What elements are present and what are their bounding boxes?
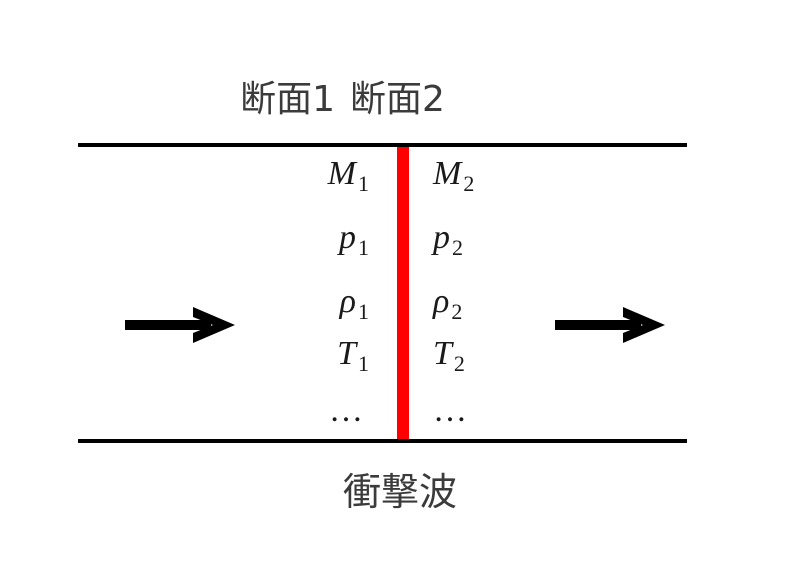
variable-subscript: 1	[358, 235, 369, 260]
figure-caption: 衝撃波	[342, 470, 457, 514]
variable-subscript: 1	[358, 171, 369, 196]
variable-symbol: ρ	[339, 283, 356, 320]
variable-subscript: 1	[358, 299, 369, 324]
variable-symbol: T	[433, 335, 452, 372]
variable-symbol: M	[327, 155, 356, 192]
variable-subscript: 1	[358, 351, 369, 376]
variable-subscript: 2	[453, 351, 465, 376]
arrow-right-icon	[555, 307, 665, 343]
variable-symbol: …	[433, 392, 471, 429]
variable-symbol: T	[337, 335, 356, 372]
variable-symbol: ρ	[433, 283, 450, 320]
outlet-flow-arrow	[555, 305, 665, 345]
section-label-upstream: 断面1	[240, 79, 335, 120]
duct-wall-top	[78, 143, 687, 147]
variable-subscript: 2	[452, 235, 463, 260]
variable-ellipsis-2: …	[433, 389, 471, 433]
section-label-downstream: 断面2	[350, 79, 445, 120]
variable-subscript: 2	[451, 299, 463, 324]
shock-wave-line	[397, 147, 409, 439]
variable-symbol: p	[339, 219, 356, 256]
variable-ellipsis-1: …	[329, 389, 367, 433]
variable-symbol: p	[433, 219, 450, 256]
variable-symbol: …	[329, 392, 367, 429]
duct-wall-bottom	[78, 439, 687, 443]
section-label-row: 断面1 断面2	[78, 74, 687, 126]
inlet-flow-arrow	[125, 305, 235, 345]
arrow-right-icon	[125, 307, 235, 343]
variable-subscript: 2	[463, 171, 475, 196]
variable-symbol: M	[433, 155, 462, 192]
